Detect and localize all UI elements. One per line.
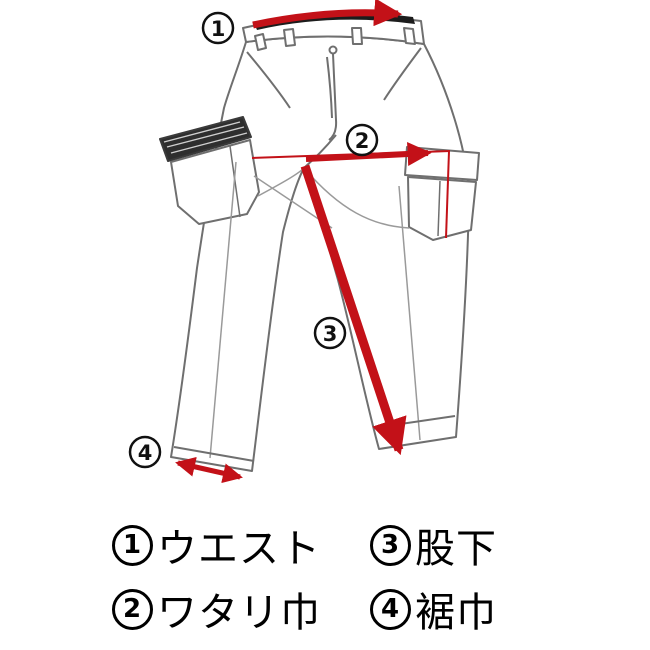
marker-badges: 1 2 3 4 [128,11,379,469]
legend-number-4: 4 [370,588,411,630]
marker-4-number: 4 [138,441,153,465]
belt-loop [351,27,363,45]
legend-number-1: 1 [112,524,153,566]
fly-seam [328,53,338,141]
legend-label-thigh: ワタリ巾 [157,590,321,636]
crease-left [209,161,237,459]
cargo-pocket-left [170,139,260,225]
front-pocket-right [383,47,422,101]
legend-row-1: 1 ウエスト 3 股下 [0,516,650,574]
legend-row-2: 2 ワタリ巾 4 裾巾 [0,580,650,638]
legend-label-inseam: 股下 [415,526,497,572]
measurement-arrows [175,0,451,484]
inseam-arrow [300,164,407,456]
legend-item-waist: 1 ウエスト [112,516,370,574]
legend-label-waist: ウエスト [157,526,321,572]
fly-stitch [326,56,333,119]
waist-button [328,45,338,55]
waist-arrow [252,0,403,29]
marker-4-badge: 4 [128,435,162,469]
thigh-arrow [305,142,432,166]
legend-label-hem: 裾巾 [415,590,497,636]
belt-loop [403,27,416,45]
marker-2-badge: 2 [345,123,379,157]
legend-item-thigh: 2 ワタリ巾 [112,580,370,638]
legend-number-3: 3 [370,524,411,566]
belt-loop [283,28,296,47]
crease-right [398,185,421,441]
marker-2-number: 2 [355,129,370,153]
front-pocket-left [246,51,291,109]
legend: 1 ウエスト 3 股下 2 ワタリ巾 4 裾巾 [0,516,650,638]
thigh-guide-line-vertical [445,150,450,239]
marker-3-badge: 3 [313,316,347,350]
legend-item-hem: 4 裾巾 [370,580,497,638]
marker-1-badge: 1 [201,11,235,45]
cargo-pocket-right [407,176,477,241]
legend-number-2: 2 [112,588,153,630]
pants-outline [159,12,480,472]
belt-loop [254,33,267,51]
hem-arrow [175,456,243,484]
legend-item-inseam: 3 股下 [370,516,497,574]
marker-3-number: 3 [323,322,338,346]
marker-1-number: 1 [211,17,226,41]
